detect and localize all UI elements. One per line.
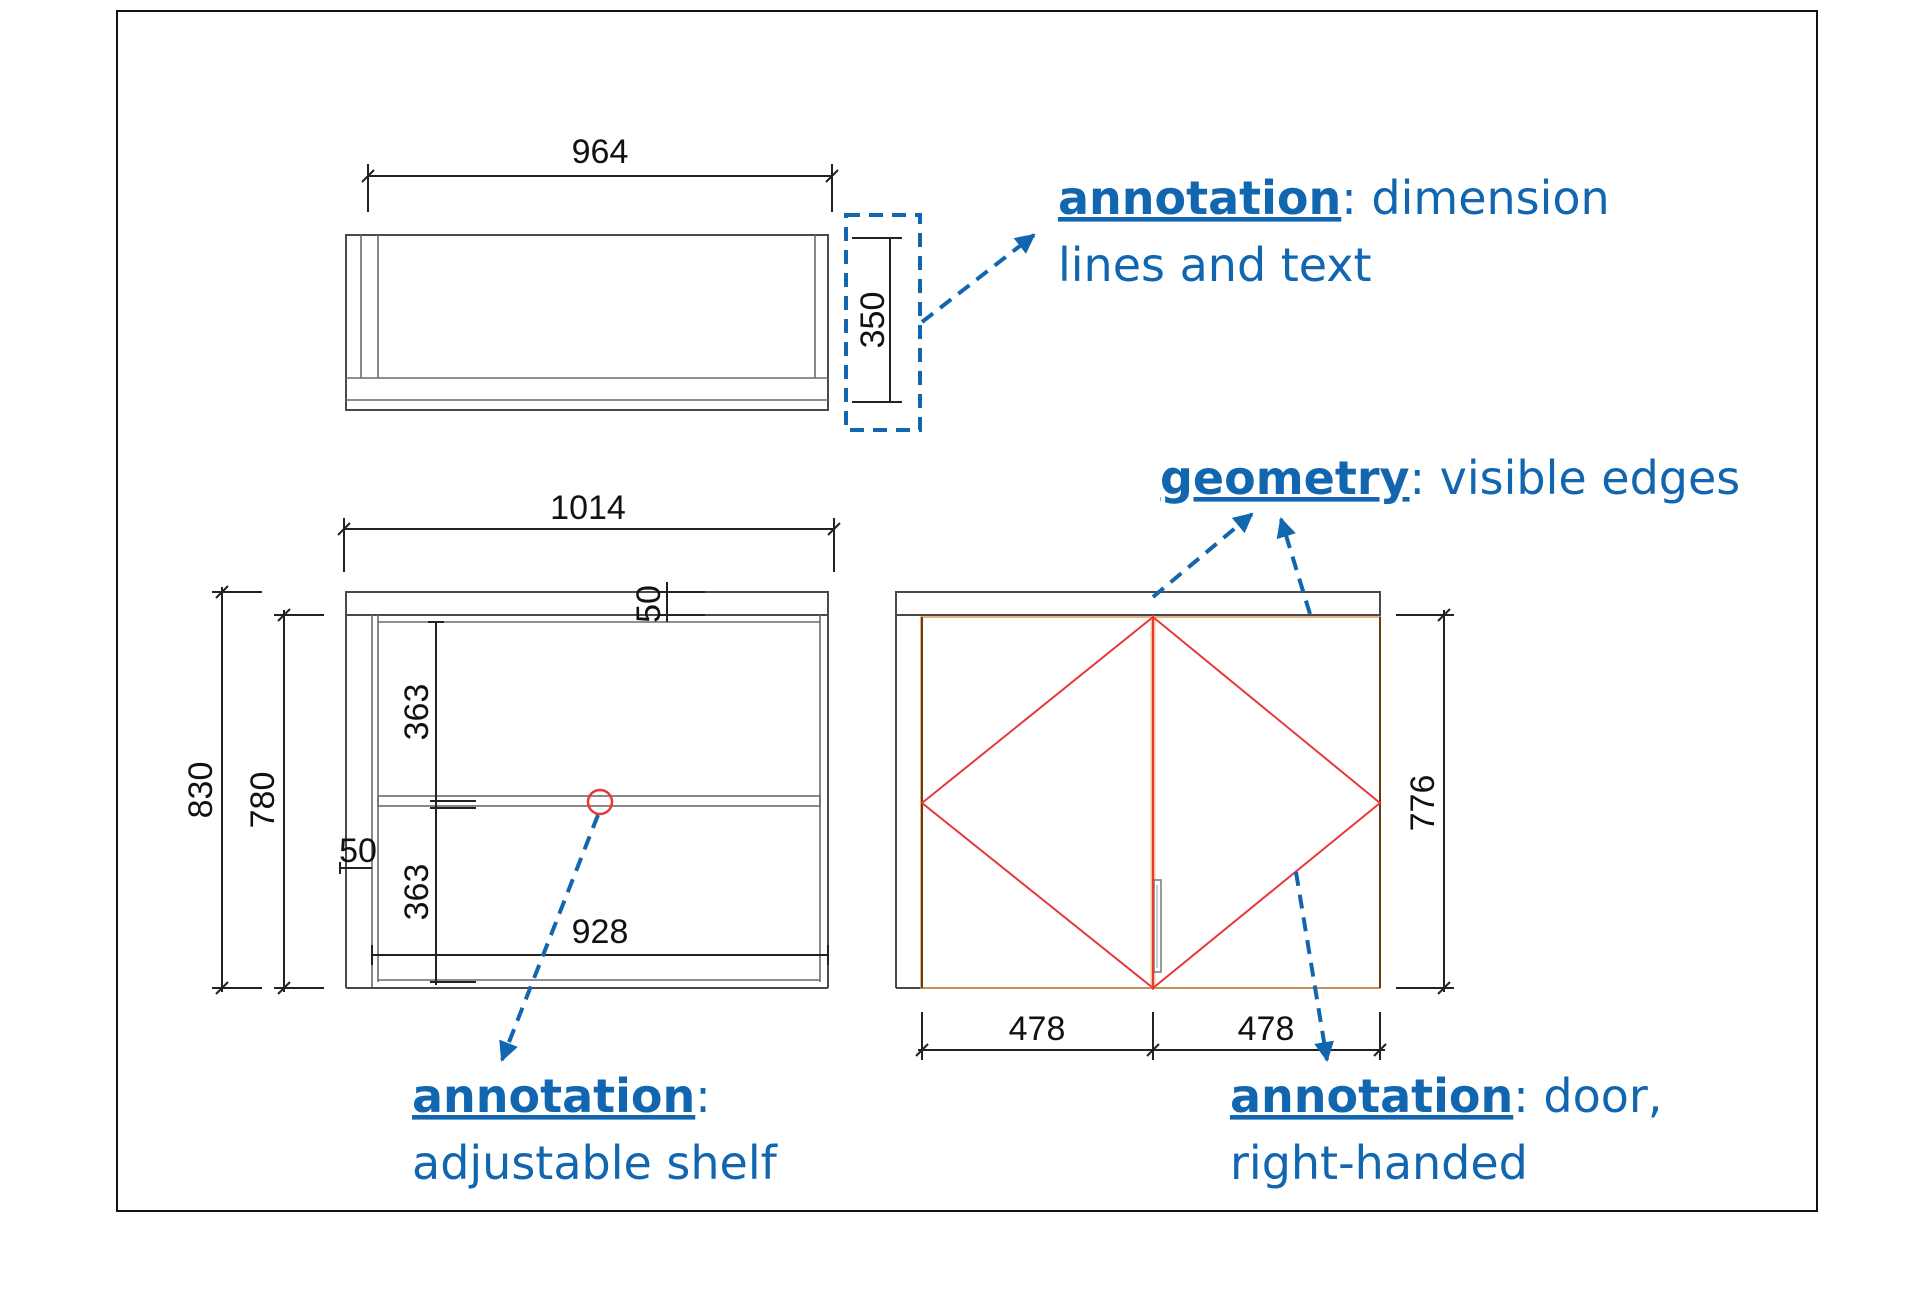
label-geometry: geometry: visible edges [1160, 451, 1740, 505]
dimension-total-height: 830 [182, 585, 262, 995]
dimension-text-inner-width: 928 [572, 913, 629, 951]
figure-frame [116, 10, 1818, 1212]
dimension-text-top-width: 964 [572, 133, 629, 171]
dimension-inner-width: 928 [371, 913, 829, 965]
door-countertop [895, 591, 1381, 616]
door-leaf-left [920, 616, 1153, 989]
dimension-top-width: 964 [361, 133, 839, 212]
top-view [345, 234, 829, 411]
label-shelf: annotation: [412, 1069, 711, 1123]
dimension-text-total-height: 830 [182, 762, 220, 819]
front-view-doors [895, 591, 1382, 991]
dimension-text-door-right: 478 [1238, 1010, 1295, 1048]
callout-arrow-geometry-right [1276, 517, 1312, 615]
callout-arrow-shelf [499, 814, 600, 1062]
label-door: annotation: door, [1230, 1069, 1662, 1123]
door-swing-left [920, 614, 1154, 991]
dimension-text-door-left: 478 [1009, 1010, 1066, 1048]
dimension-top-depth: 350 [844, 213, 922, 432]
dimension-door-widths: 478 478 [915, 1010, 1387, 1060]
door-leaf-right [1153, 616, 1381, 989]
dimension-text-upper-compartment: 363 [398, 684, 436, 741]
dimension-text-carcass-height: 780 [244, 772, 282, 829]
top-view-outline [345, 234, 829, 411]
dimension-carcass-height: 780 [244, 608, 324, 995]
dimension-text-front-width: 1014 [550, 489, 626, 527]
label-dimension-line2: lines and text [1058, 238, 1372, 292]
dimension-top-board: 50 [630, 582, 705, 623]
callout-arrow-geometry-left [1151, 512, 1254, 599]
label-shelf-line2: adjustable shelf [412, 1136, 779, 1190]
dimension-text-plinth: 50 [339, 832, 377, 870]
countertop [345, 591, 829, 616]
dimension-plinth: 50 [339, 832, 377, 874]
label-dimension: annotation: dimension [1058, 171, 1610, 225]
dimension-text-top-depth: 350 [854, 292, 892, 349]
dimension-highlight-box [844, 213, 922, 432]
shelf-marker [586, 788, 614, 816]
adjustable-shelf [377, 795, 821, 807]
dimension-text-top-board: 50 [630, 585, 668, 623]
label-door-line2: right-handed [1230, 1136, 1528, 1190]
dimension-front-width: 1014 [337, 489, 841, 572]
dimension-door-height: 776 [1396, 608, 1454, 995]
callout-arrow-dimension [920, 233, 1036, 324]
dimension-text-lower-compartment: 363 [398, 864, 436, 921]
door-swing-right [1152, 614, 1382, 991]
dimension-compartments: 363 363 [398, 621, 476, 985]
dimension-text-door-height: 776 [1404, 775, 1442, 832]
callout-arrow-door [1294, 871, 1334, 1062]
